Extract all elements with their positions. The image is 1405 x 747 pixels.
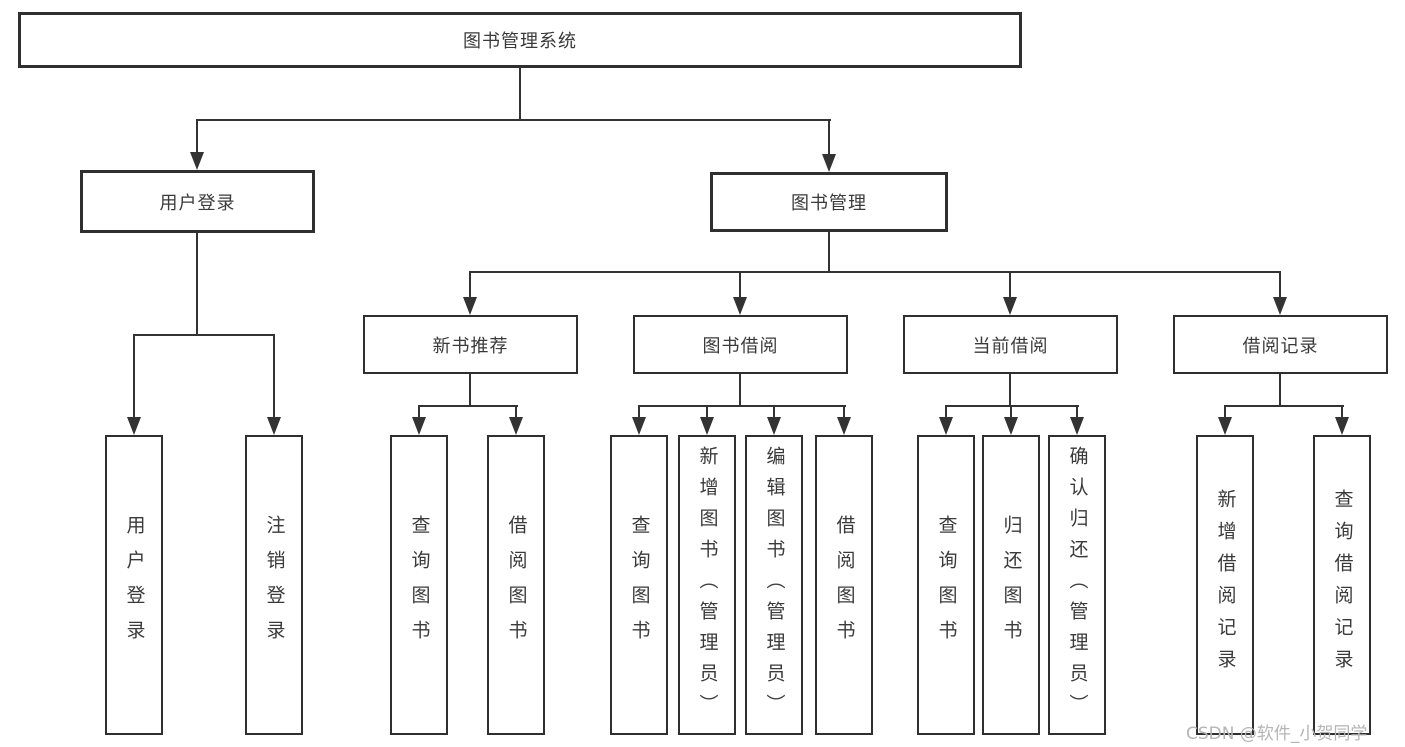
- node-borrow-records-label: 借阅记录: [1242, 335, 1319, 357]
- connector-level2-bar: [196, 119, 831, 121]
- arrowhead-bb-borrow: [837, 417, 851, 435]
- leaf-bb-add-books-label: 新增图书（管理员）: [696, 445, 719, 725]
- node-borrow-records: 借阅记录: [1173, 315, 1388, 374]
- node-current-borrow: 当前借阅: [903, 315, 1118, 374]
- connector-root-stem: [519, 68, 521, 120]
- arrowhead-book-mgmt: [822, 154, 836, 172]
- arrowhead-user-login: [190, 152, 204, 170]
- leaf-logout-label: 注销登录: [263, 515, 286, 655]
- connector-drop-cb-return: [1010, 407, 1012, 419]
- leaf-cb-query-books: 查询图书: [917, 435, 975, 735]
- node-new-book-recommend: 新书推荐: [363, 315, 578, 374]
- arrowhead-ul-logout: [267, 417, 281, 435]
- node-root: 图书管理系统: [18, 12, 1022, 68]
- leaf-br-add-record: 新增借阅记录: [1196, 435, 1254, 735]
- connector-drop-nbr-borrow: [515, 407, 517, 419]
- leaf-bb-query-books-label: 查询图书: [628, 515, 651, 655]
- node-user-login-label: 用户登录: [159, 192, 236, 214]
- arrowhead-cb-return: [1004, 417, 1018, 435]
- leaf-user-login-label: 用户登录: [123, 515, 146, 655]
- arrowhead-nbr-borrow: [509, 417, 523, 435]
- leaf-logout: 注销登录: [245, 435, 303, 735]
- arrowhead-bb-edit: [767, 417, 781, 435]
- connector-cb-bar: [945, 405, 1079, 407]
- connector-drop-ul-logout: [273, 336, 275, 417]
- node-current-borrow-label: 当前借阅: [972, 335, 1049, 357]
- connector-nbr-bar: [418, 405, 518, 407]
- arrowhead-borrow-records: [1273, 297, 1287, 315]
- watermark-text: CSDN @软件_小贺同学: [1186, 724, 1368, 744]
- connector-br-bar: [1224, 405, 1344, 407]
- connector-drop-cb-confirm: [1076, 407, 1078, 419]
- node-user-login: 用户登录: [80, 170, 315, 233]
- connector-book-mgmt-stem: [828, 232, 830, 272]
- arrowhead-cb-confirm: [1070, 417, 1084, 435]
- connector-drop-book-mgmt: [828, 121, 830, 154]
- leaf-nbr-borrow-books-label: 借阅图书: [505, 515, 528, 655]
- connector-drop-new-book-rec: [469, 273, 471, 299]
- arrowhead-book-borrow: [733, 297, 747, 315]
- connector-user-login-bar: [133, 334, 275, 336]
- arrowhead-cb-query: [939, 417, 953, 435]
- connector-level3-bar: [469, 271, 1281, 273]
- leaf-br-query-record: 查询借阅记录: [1313, 435, 1371, 735]
- arrowhead-br-query: [1335, 417, 1349, 435]
- leaf-nbr-query-books-label: 查询图书: [408, 515, 431, 655]
- arrowhead-br-add: [1218, 417, 1232, 435]
- leaf-cb-query-books-label: 查询图书: [935, 515, 958, 655]
- connector-drop-bb-borrow: [843, 407, 845, 419]
- connector-drop-current-borrow: [1009, 273, 1011, 299]
- arrowhead-bb-query: [632, 417, 646, 435]
- connector-drop-bb-edit: [773, 407, 775, 419]
- arrowhead-ul-login: [127, 417, 141, 435]
- connector-bb-stem: [739, 374, 741, 406]
- connector-drop-ul-login: [133, 336, 135, 417]
- connector-drop-borrow-records: [1279, 273, 1281, 299]
- node-book-borrow: 图书借阅: [633, 315, 848, 374]
- arrowhead-nbr-query: [412, 417, 426, 435]
- node-root-label: 图书管理系统: [463, 31, 577, 52]
- leaf-bb-edit-books-label: 编辑图书（管理员）: [763, 445, 786, 725]
- leaf-br-query-record-label: 查询借阅记录: [1331, 489, 1354, 681]
- connector-drop-bb-add: [706, 407, 708, 419]
- arrowhead-bb-add: [700, 417, 714, 435]
- connector-drop-cb-query: [945, 407, 947, 419]
- connector-br-stem: [1279, 374, 1281, 406]
- leaf-bb-add-books: 新增图书（管理员）: [678, 435, 736, 735]
- connector-user-login-stem: [196, 233, 198, 335]
- leaf-bb-query-books: 查询图书: [610, 435, 668, 735]
- leaf-cb-return-books: 归还图书: [982, 435, 1040, 735]
- node-book-management: 图书管理: [710, 172, 948, 232]
- leaf-bb-borrow-books: 借阅图书: [815, 435, 873, 735]
- connector-nbr-stem: [469, 374, 471, 406]
- leaf-br-add-record-label: 新增借阅记录: [1214, 489, 1237, 681]
- arrowhead-current-borrow: [1003, 297, 1017, 315]
- leaf-cb-confirm-return-label: 确认归还（管理员）: [1066, 445, 1089, 725]
- node-book-management-label: 图书管理: [791, 193, 867, 214]
- connector-bb-bar: [638, 405, 846, 407]
- leaf-nbr-query-books: 查询图书: [390, 435, 448, 735]
- connector-drop-br-query: [1341, 407, 1343, 419]
- leaf-bb-edit-books: 编辑图书（管理员）: [745, 435, 803, 735]
- connector-drop-book-borrow: [739, 273, 741, 299]
- arrowhead-new-book-rec: [463, 297, 477, 315]
- connector-drop-br-add: [1224, 407, 1226, 419]
- connector-drop-nbr-query: [418, 407, 420, 419]
- connector-cb-stem: [1009, 374, 1011, 406]
- leaf-bb-borrow-books-label: 借阅图书: [833, 515, 856, 655]
- node-book-borrow-label: 图书借阅: [702, 335, 779, 357]
- leaf-cb-confirm-return: 确认归还（管理员）: [1048, 435, 1106, 735]
- leaf-nbr-borrow-books: 借阅图书: [487, 435, 545, 735]
- leaf-user-login: 用户登录: [105, 435, 163, 735]
- connector-drop-bb-query: [638, 407, 640, 419]
- node-new-book-recommend-label: 新书推荐: [432, 335, 509, 357]
- connector-drop-user-login: [196, 121, 198, 153]
- leaf-cb-return-books-label: 归还图书: [1000, 515, 1023, 655]
